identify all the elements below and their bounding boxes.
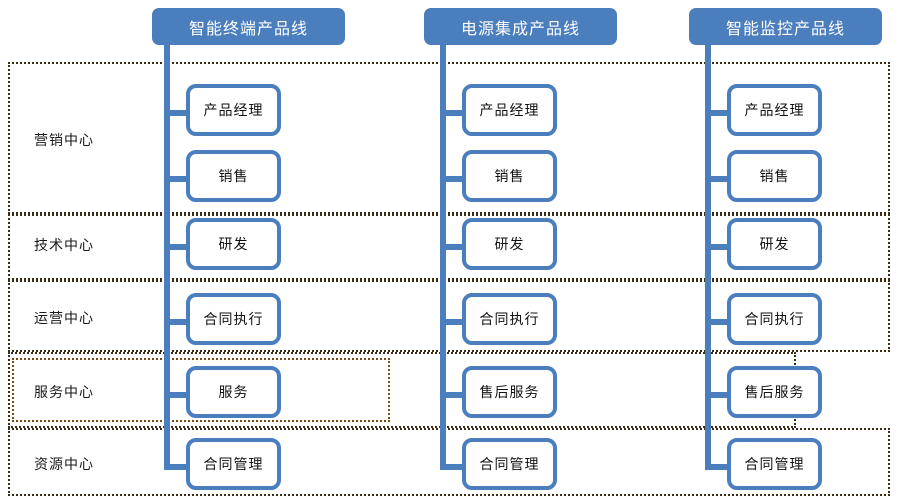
role-node-3-5[interactable]: 售后服务 [727,366,822,418]
connector-2-4 [440,319,466,325]
role-node-3-4[interactable]: 合同执行 [727,293,822,345]
connector-2-2 [440,176,466,182]
role-node-1-5[interactable]: 服务 [186,366,281,418]
role-node-1-2[interactable]: 销售 [186,150,281,202]
role-node-3-3[interactable]: 研发 [727,218,822,270]
connector-3-2 [705,176,731,182]
connector-3-5 [705,392,731,398]
connector-2-6 [440,464,466,470]
connector-1-6 [164,464,190,470]
region-marketing [8,62,890,214]
connector-3-6 [705,464,731,470]
role-node-2-6[interactable]: 合同管理 [462,438,557,490]
center-label-service: 服务中心 [34,385,94,401]
connector-3-4 [705,319,731,325]
center-label-operations: 运营中心 [34,311,94,327]
connector-1-3 [164,244,190,250]
connector-3-1 [705,110,731,116]
connector-1-4 [164,319,190,325]
region-operations [8,280,890,352]
connector-2-3 [440,244,466,250]
region-service-inner [12,358,390,422]
role-node-1-4[interactable]: 合同执行 [186,293,281,345]
connector-2-5 [440,392,466,398]
role-node-1-3[interactable]: 研发 [186,218,281,270]
role-node-1-6[interactable]: 合同管理 [186,438,281,490]
role-node-3-1[interactable]: 产品经理 [727,84,822,136]
product-line-header-1[interactable]: 智能终端产品线 [152,8,345,45]
connector-1-1 [164,110,190,116]
connector-3-3 [705,244,731,250]
trunk-line-3 [705,45,711,470]
connector-1-5 [164,392,190,398]
center-label-resource: 资源中心 [34,457,94,473]
role-node-2-3[interactable]: 研发 [462,218,557,270]
role-node-2-2[interactable]: 销售 [462,150,557,202]
connector-2-1 [440,110,466,116]
role-node-2-5[interactable]: 售后服务 [462,366,557,418]
role-node-2-4[interactable]: 合同执行 [462,293,557,345]
center-label-technology: 技术中心 [34,238,94,254]
trunk-line-1 [164,45,170,470]
role-node-3-6[interactable]: 合同管理 [727,438,822,490]
product-line-header-2[interactable]: 电源集成产品线 [424,8,617,45]
center-label-marketing: 营销中心 [34,133,94,149]
role-node-3-2[interactable]: 销售 [727,150,822,202]
region-technology [8,214,890,280]
connector-1-2 [164,176,190,182]
region-resource [8,428,890,496]
product-line-header-3[interactable]: 智能监控产品线 [689,8,882,45]
role-node-1-1[interactable]: 产品经理 [186,84,281,136]
trunk-line-2 [440,45,446,470]
role-node-2-1[interactable]: 产品经理 [462,84,557,136]
